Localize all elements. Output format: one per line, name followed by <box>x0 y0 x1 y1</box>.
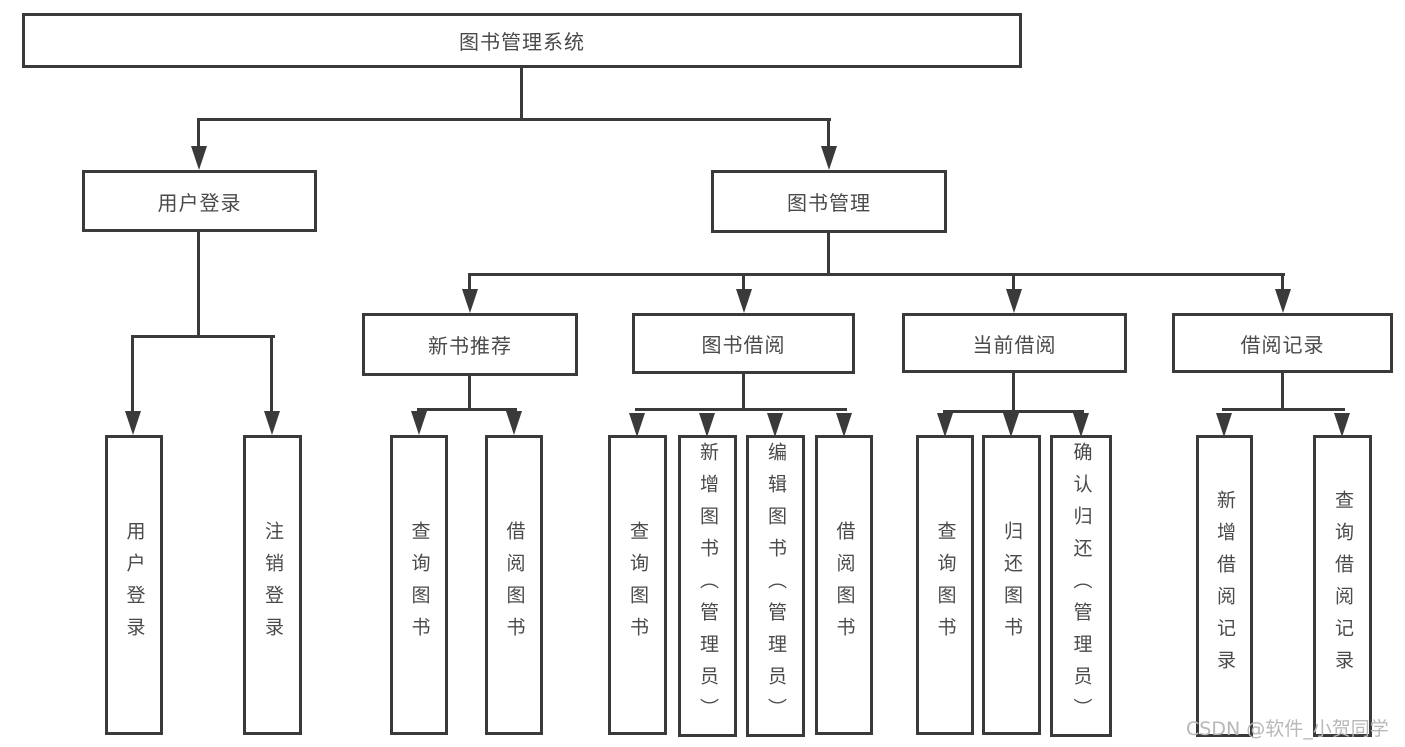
node-book-borrow: 图书借阅 <box>632 313 855 374</box>
connector-borrow-shaft <box>742 273 745 291</box>
connector-book-mgmt-drop <box>827 233 830 273</box>
arrow-to-recommend <box>462 289 478 313</box>
connector-recommend-leaves-bus <box>417 408 517 411</box>
leaf-add-book-admin-label: 新增图书（管理员） <box>697 442 719 730</box>
leaf-add-borrow-record-label: 新增借阅记录 <box>1214 490 1236 682</box>
arrow-to-leaf-query-record <box>1334 413 1350 437</box>
leaf-borrow-book: 借阅图书 <box>815 435 873 735</box>
arrow-to-leaf-user-login <box>125 411 141 435</box>
leaf-query-borrow-record-label: 查询借阅记录 <box>1332 490 1354 682</box>
leaf-return-book-label: 归还图书 <box>1001 521 1023 649</box>
arrow-to-leaf-return-book <box>1003 413 1019 437</box>
leaf-add-borrow-record: 新增借阅记录 <box>1196 435 1253 737</box>
connector-user-leaves-bus <box>131 335 275 338</box>
connector-recommend-drop <box>468 376 471 408</box>
arrow-to-borrow <box>736 289 752 313</box>
leaf-borrow-book-recommend-label: 借阅图书 <box>503 521 526 649</box>
arrow-to-leaf-borrow-book-2 <box>836 413 852 437</box>
node-borrow-records: 借阅记录 <box>1172 313 1393 373</box>
node-current-borrow: 当前借阅 <box>902 313 1127 373</box>
leaf-add-book-admin: 新增图书（管理员） <box>678 435 737 737</box>
arrow-to-leaf-borrow-book-1 <box>506 411 522 435</box>
leaf-query-book-recommend-label: 查询图书 <box>408 521 431 649</box>
connector-root-drop <box>520 68 523 118</box>
arrow-to-leaf-confirm-return <box>1073 413 1089 437</box>
leaf-query-book-current-label: 查询图书 <box>934 521 957 649</box>
arrow-to-user-login <box>191 146 207 170</box>
leaf-user-login-label: 用户登录 <box>123 521 146 649</box>
arrow-to-leaf-query-book-3 <box>937 413 953 437</box>
leaf-query-book-borrow: 查询图书 <box>608 435 667 735</box>
connector-records-shaft <box>1281 273 1284 291</box>
leaf-borrow-book-label: 借阅图书 <box>833 521 856 649</box>
leaf-user-login: 用户登录 <box>105 435 163 735</box>
node-user-login: 用户登录 <box>82 170 317 232</box>
arrow-to-leaf-logout <box>264 411 280 435</box>
leaf-logout: 注销登录 <box>243 435 302 735</box>
connector-current-shaft <box>1012 273 1015 291</box>
csdn-watermark: CSDN @软件_小贺同学 <box>1186 718 1389 740</box>
connector-current-drop <box>1012 373 1015 410</box>
leaf-borrow-book-recommend: 借阅图书 <box>485 435 543 735</box>
node-new-book-recommend: 新书推荐 <box>362 313 578 376</box>
leaf-query-book-recommend: 查询图书 <box>390 435 448 735</box>
leaf-confirm-return-admin: 确认归还（管理员） <box>1050 435 1112 737</box>
connector-level3-bus <box>468 273 1285 276</box>
leaf-query-borrow-record: 查询借阅记录 <box>1313 435 1372 737</box>
leaf-edit-book-admin-label: 编辑图书（管理员） <box>765 442 787 730</box>
connector-user-login-shaft <box>197 118 200 147</box>
connector-level2-bus <box>197 118 831 121</box>
connector-user-leaf1-shaft <box>131 335 134 412</box>
connector-book-mgmt-shaft <box>827 118 830 147</box>
node-root-library-system: 图书管理系统 <box>22 13 1022 68</box>
arrow-to-records <box>1275 289 1291 313</box>
connector-records-drop <box>1281 373 1284 408</box>
arrow-to-leaf-query-book-1 <box>411 411 427 435</box>
arrow-to-leaf-add-book <box>699 413 715 437</box>
connector-user-leaf2-shaft <box>270 335 273 412</box>
leaf-query-book-borrow-label: 查询图书 <box>627 521 649 649</box>
connector-recommend-shaft <box>468 273 471 291</box>
arrow-to-current <box>1006 289 1022 313</box>
leaf-logout-label: 注销登录 <box>262 521 284 649</box>
connector-borrow-leaves-bus <box>635 408 847 411</box>
arrow-to-leaf-edit-book <box>767 413 783 437</box>
leaf-query-book-current: 查询图书 <box>916 435 974 735</box>
leaf-edit-book-admin: 编辑图书（管理员） <box>746 435 805 737</box>
connector-records-leaves-bus <box>1222 408 1345 411</box>
connector-borrow-drop <box>742 374 745 408</box>
arrow-to-leaf-add-record <box>1216 413 1232 437</box>
connector-user-drop <box>197 232 200 335</box>
arrow-to-book-mgmt <box>821 146 837 170</box>
arrow-to-leaf-query-book-2 <box>629 413 645 437</box>
node-book-management: 图书管理 <box>711 170 947 233</box>
leaf-return-book: 归还图书 <box>982 435 1041 735</box>
leaf-confirm-return-admin-label: 确认归还（管理员） <box>1070 442 1093 730</box>
connector-current-leaves-bus <box>943 410 1084 413</box>
